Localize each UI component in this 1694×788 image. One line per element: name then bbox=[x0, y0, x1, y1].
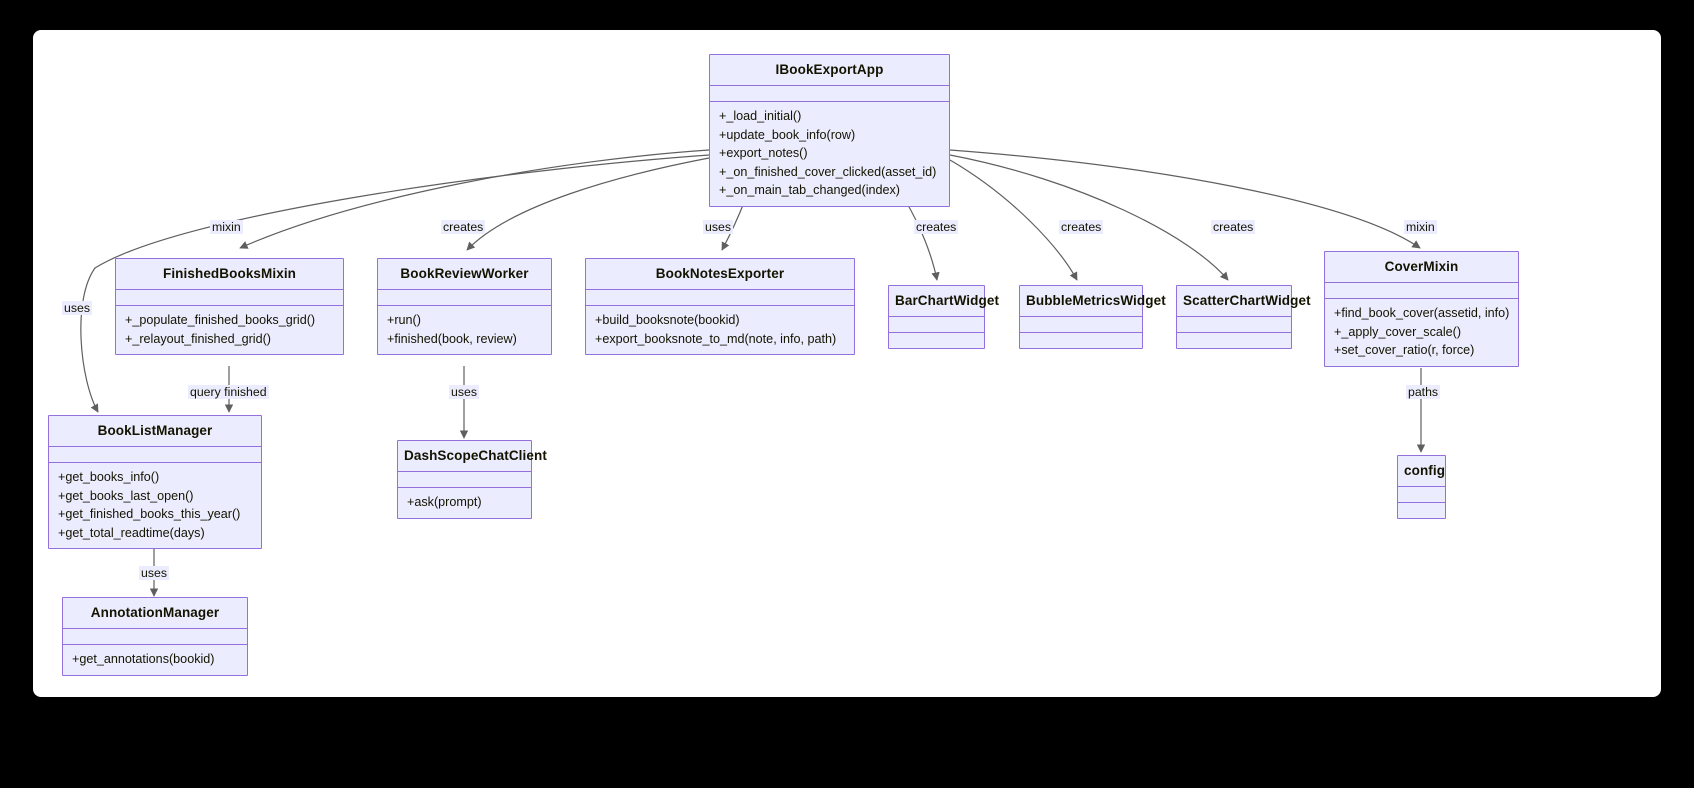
class-title: FinishedBooksMixin bbox=[116, 259, 343, 290]
method-row: +get_annotations(bookid) bbox=[72, 652, 215, 666]
edge-label-creates-bookreviewworker: creates bbox=[441, 220, 486, 234]
class-title: AnnotationManager bbox=[63, 598, 247, 629]
class-title: DashScopeChatClient bbox=[398, 441, 547, 472]
class-methods: +build_booksnote(bookid) +export_booksno… bbox=[586, 306, 854, 354]
edge-label-creates-bubblemetricswidget: creates bbox=[1059, 220, 1104, 234]
edge-label-query-finished: query finished bbox=[188, 385, 269, 399]
class-attributes bbox=[1325, 283, 1518, 299]
method-row: +export_notes() bbox=[719, 146, 808, 160]
class-attributes bbox=[49, 447, 261, 463]
class-methods: +run() +finished(book, review) bbox=[378, 306, 551, 354]
method-row: +_on_main_tab_changed(index) bbox=[719, 183, 900, 197]
method-row: +get_total_readtime(days) bbox=[58, 525, 205, 540]
class-node-bookreviewworker[interactable]: BookReviewWorker +run() +finished(book, … bbox=[377, 258, 552, 355]
class-node-booklistmanager[interactable]: BookListManager +get_books_info() +get_b… bbox=[48, 415, 262, 549]
method-row: +finished(book, review) bbox=[387, 331, 517, 346]
method-row: +get_finished_books_this_year() bbox=[58, 507, 241, 521]
class-attributes bbox=[586, 290, 854, 306]
class-methods: +get_annotations(bookid) bbox=[63, 645, 247, 675]
class-attributes bbox=[1398, 487, 1445, 503]
edge-label-paths-config: paths bbox=[1406, 385, 1441, 399]
class-attributes bbox=[1020, 317, 1142, 333]
class-methods bbox=[1398, 503, 1445, 518]
method-row: +_populate_finished_books_grid() bbox=[125, 313, 316, 327]
class-methods: +find_book_cover(assetid, info) +_apply_… bbox=[1325, 299, 1518, 366]
class-methods: +_load_initial() +update_book_info(row) … bbox=[710, 102, 949, 206]
edge-label-uses-annotationmanager: uses bbox=[139, 566, 169, 580]
edge-label-uses-booknotesexporter: uses bbox=[703, 220, 733, 234]
class-title: config bbox=[1398, 456, 1445, 487]
class-attributes bbox=[63, 629, 247, 645]
class-node-finishedbooksmixin[interactable]: FinishedBooksMixin +_populate_finished_b… bbox=[115, 258, 344, 355]
class-attributes bbox=[1177, 317, 1291, 333]
class-attributes bbox=[398, 472, 531, 488]
method-row: +_relayout_finished_grid() bbox=[125, 331, 271, 346]
method-row: +_on_finished_cover_clicked(asset_id) bbox=[719, 164, 937, 179]
class-node-booknotesexporter[interactable]: BookNotesExporter +build_booksnote(booki… bbox=[585, 258, 855, 355]
method-row: +get_books_info() bbox=[58, 470, 160, 484]
class-methods bbox=[1177, 333, 1291, 348]
class-title: BookListManager bbox=[49, 416, 261, 447]
class-node-bubblemetricswidget[interactable]: BubbleMetricsWidget bbox=[1019, 285, 1166, 349]
method-row: +set_cover_ratio(r, force) bbox=[1334, 343, 1475, 357]
class-methods bbox=[889, 333, 984, 348]
class-node-barchartwidget[interactable]: BarChartWidget bbox=[888, 285, 999, 349]
edge-label-uses-dashscopechatclient: uses bbox=[449, 385, 479, 399]
class-title: BookReviewWorker bbox=[378, 259, 551, 290]
class-title: IBookExportApp bbox=[710, 55, 949, 86]
method-row: +_apply_cover_scale() bbox=[1334, 324, 1462, 339]
class-title: BarChartWidget bbox=[889, 286, 999, 317]
edge-label-mixin-covermixin: mixin bbox=[1404, 220, 1437, 234]
method-row: +build_booksnote(bookid) bbox=[595, 313, 740, 327]
edge-label-creates-scatterchartwidget: creates bbox=[1211, 220, 1256, 234]
class-attributes bbox=[116, 290, 343, 306]
method-row: +ask(prompt) bbox=[407, 495, 482, 509]
class-node-ibookexportapp[interactable]: IBookExportApp +_load_initial() +update_… bbox=[709, 54, 950, 207]
class-attributes bbox=[710, 86, 949, 102]
class-title: BubbleMetricsWidget bbox=[1020, 286, 1166, 317]
edge-label-uses-booklistmanager: uses bbox=[62, 301, 92, 315]
class-methods: +ask(prompt) bbox=[398, 488, 531, 518]
class-node-scatterchartwidget[interactable]: ScatterChartWidget bbox=[1176, 285, 1311, 349]
class-attributes bbox=[378, 290, 551, 306]
method-row: +update_book_info(row) bbox=[719, 127, 856, 142]
class-node-covermixin[interactable]: CoverMixin +find_book_cover(assetid, inf… bbox=[1324, 251, 1519, 367]
method-row: +run() bbox=[387, 313, 421, 327]
class-methods bbox=[1020, 333, 1142, 348]
class-node-dashscopechatclient[interactable]: DashScopeChatClient +ask(prompt) bbox=[397, 440, 547, 519]
class-node-annotationmanager[interactable]: AnnotationManager +get_annotations(booki… bbox=[62, 597, 248, 676]
method-row: +export_booksnote_to_md(note, info, path… bbox=[595, 331, 837, 346]
edge-label-mixin-finishedbooksmixin: mixin bbox=[210, 220, 243, 234]
method-row: +_load_initial() bbox=[719, 109, 802, 123]
edge-label-creates-barchartwidget: creates bbox=[914, 220, 959, 234]
class-methods: +get_books_info() +get_books_last_open()… bbox=[49, 463, 261, 548]
class-methods: +_populate_finished_books_grid() +_relay… bbox=[116, 306, 343, 354]
class-title: ScatterChartWidget bbox=[1177, 286, 1311, 317]
method-row: +find_book_cover(assetid, info) bbox=[1334, 306, 1510, 320]
class-title: BookNotesExporter bbox=[586, 259, 854, 290]
class-title: CoverMixin bbox=[1325, 252, 1518, 283]
class-attributes bbox=[889, 317, 984, 333]
class-node-config[interactable]: config bbox=[1397, 455, 1446, 519]
method-row: +get_books_last_open() bbox=[58, 488, 194, 503]
